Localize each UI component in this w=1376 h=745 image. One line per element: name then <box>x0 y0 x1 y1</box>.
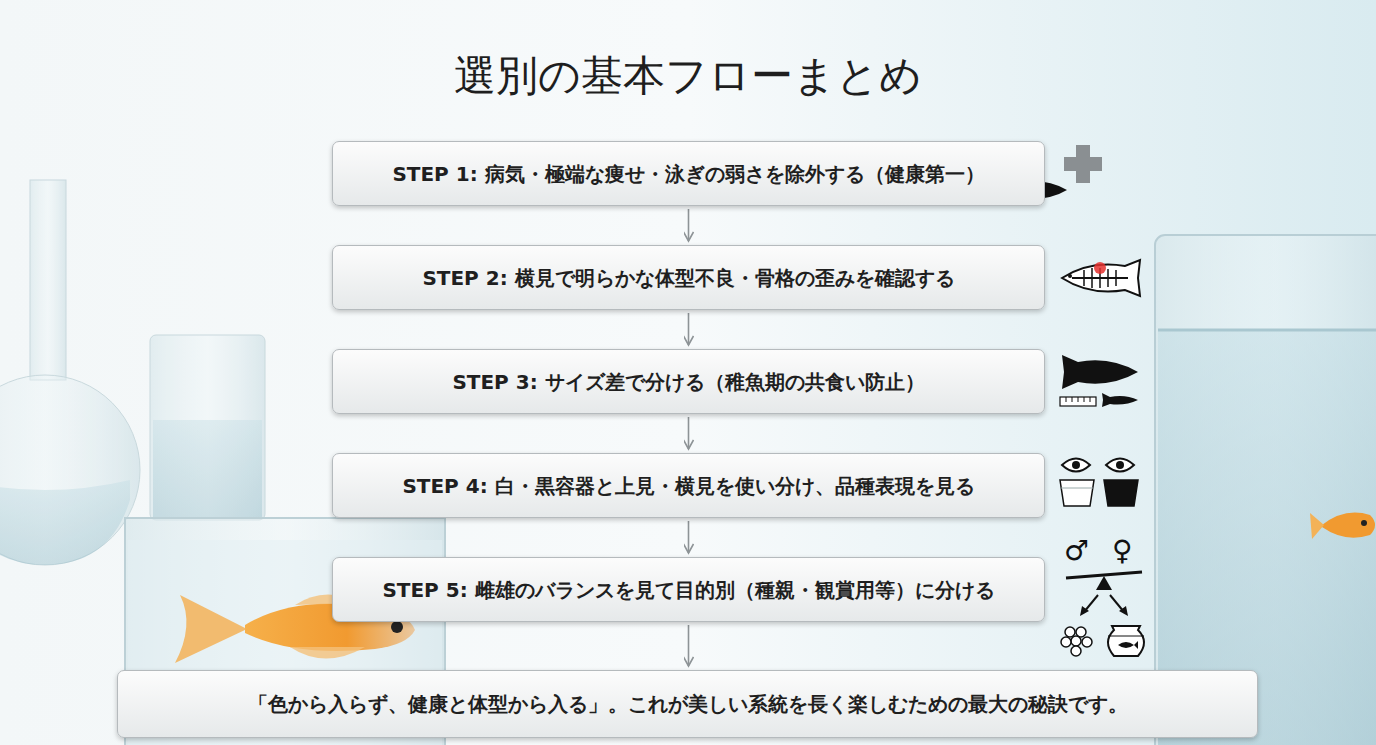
diagram-title: 選別の基本フローまとめ <box>0 48 1376 104</box>
eye <box>1106 459 1134 472</box>
step-text: STEP 3: サイズ差で分ける（稚魚期の共食い防止） <box>452 369 924 395</box>
fish-body <box>1322 513 1375 538</box>
summary-box: 「色から入らず、健康と体型から入る」。これが美しい系統を長く楽しむための最大の秘… <box>117 670 1258 738</box>
flask <box>0 180 140 565</box>
sex-symbol: ♂ <box>1064 537 1089 565</box>
container-icon <box>1060 459 1138 507</box>
balance-icon <box>1061 572 1144 656</box>
flow-arrow <box>688 417 690 449</box>
large-beaker <box>1155 235 1376 745</box>
ruler-ticks <box>1066 397 1090 402</box>
skeleton-fish-icon <box>1062 260 1140 296</box>
orange-medaka <box>1310 513 1375 539</box>
step-box: STEP 3: サイズ差で分ける（稚魚期の共食い防止） <box>332 349 1045 414</box>
beaker-glass <box>1155 235 1376 745</box>
large-fish <box>1062 355 1138 389</box>
fish-eye <box>1068 274 1072 278</box>
fish-tail <box>1310 513 1324 539</box>
step-box: STEP 2: 横見で明らかな体型不良・骨格の歪みを確認する <box>332 245 1045 310</box>
fish-eye <box>1361 520 1367 526</box>
flask-bulb <box>0 375 140 565</box>
pupil <box>1072 461 1080 469</box>
fishbowl <box>1108 626 1144 656</box>
balance-fulcrum <box>1096 576 1112 590</box>
beaker <box>150 335 265 520</box>
step-box: STEP 5: 雌雄のバランスを見て目的別（種親・観賞用等）に分ける <box>332 557 1045 622</box>
fish-eye <box>391 621 403 633</box>
fish-fin <box>290 647 365 659</box>
fish-tail <box>175 595 247 663</box>
fish-outline <box>1062 260 1140 296</box>
sex-symbol: ♀ <box>1112 537 1133 565</box>
arrow-head <box>1119 606 1128 616</box>
beaker-glass <box>150 335 265 520</box>
ruler <box>1060 397 1096 406</box>
size-icon <box>1060 355 1138 407</box>
water-surface <box>1158 329 1376 332</box>
black-container <box>1104 480 1138 506</box>
step-box: STEP 4: 白・黒容器と上見・横見を使い分け、品種表現を見る <box>332 453 1045 518</box>
eye <box>1062 459 1090 472</box>
small-fish <box>1102 393 1138 407</box>
pupil <box>1116 461 1124 469</box>
step-text: STEP 4: 白・黒容器と上見・横見を使い分け、品種表現を見る <box>402 473 974 499</box>
step-text: STEP 2: 横見で明らかな体型不良・骨格の歪みを確認する <box>422 265 954 291</box>
arrow-head <box>1080 606 1089 616</box>
medical-cross <box>1064 145 1102 183</box>
water-line <box>1061 488 1093 489</box>
flask-water <box>0 480 130 565</box>
flow-arrow <box>688 625 690 666</box>
beaker-water <box>153 420 262 517</box>
white-container <box>1060 480 1094 506</box>
flow-arrow <box>688 313 690 345</box>
step-text: 「色から入らず、健康と体型から入る」。これが美しい系統を長く楽しむための最大の秘… <box>248 691 1128 717</box>
step-text: STEP 1: 病気・極端な痩せ・泳ぎの弱さを除外する（健康第一） <box>392 161 984 187</box>
flask-neck <box>30 180 66 380</box>
flow-arrow <box>688 521 690 553</box>
flow-arrow <box>688 209 690 241</box>
egg-cluster <box>1061 627 1092 656</box>
step-text: STEP 5: 雌雄のバランスを見て目的別（種親・観賞用等）に分ける <box>382 577 994 603</box>
step-box: STEP 1: 病気・極端な痩せ・泳ぎの弱さを除外する（健康第一） <box>332 141 1045 206</box>
defect-marker <box>1094 262 1106 274</box>
